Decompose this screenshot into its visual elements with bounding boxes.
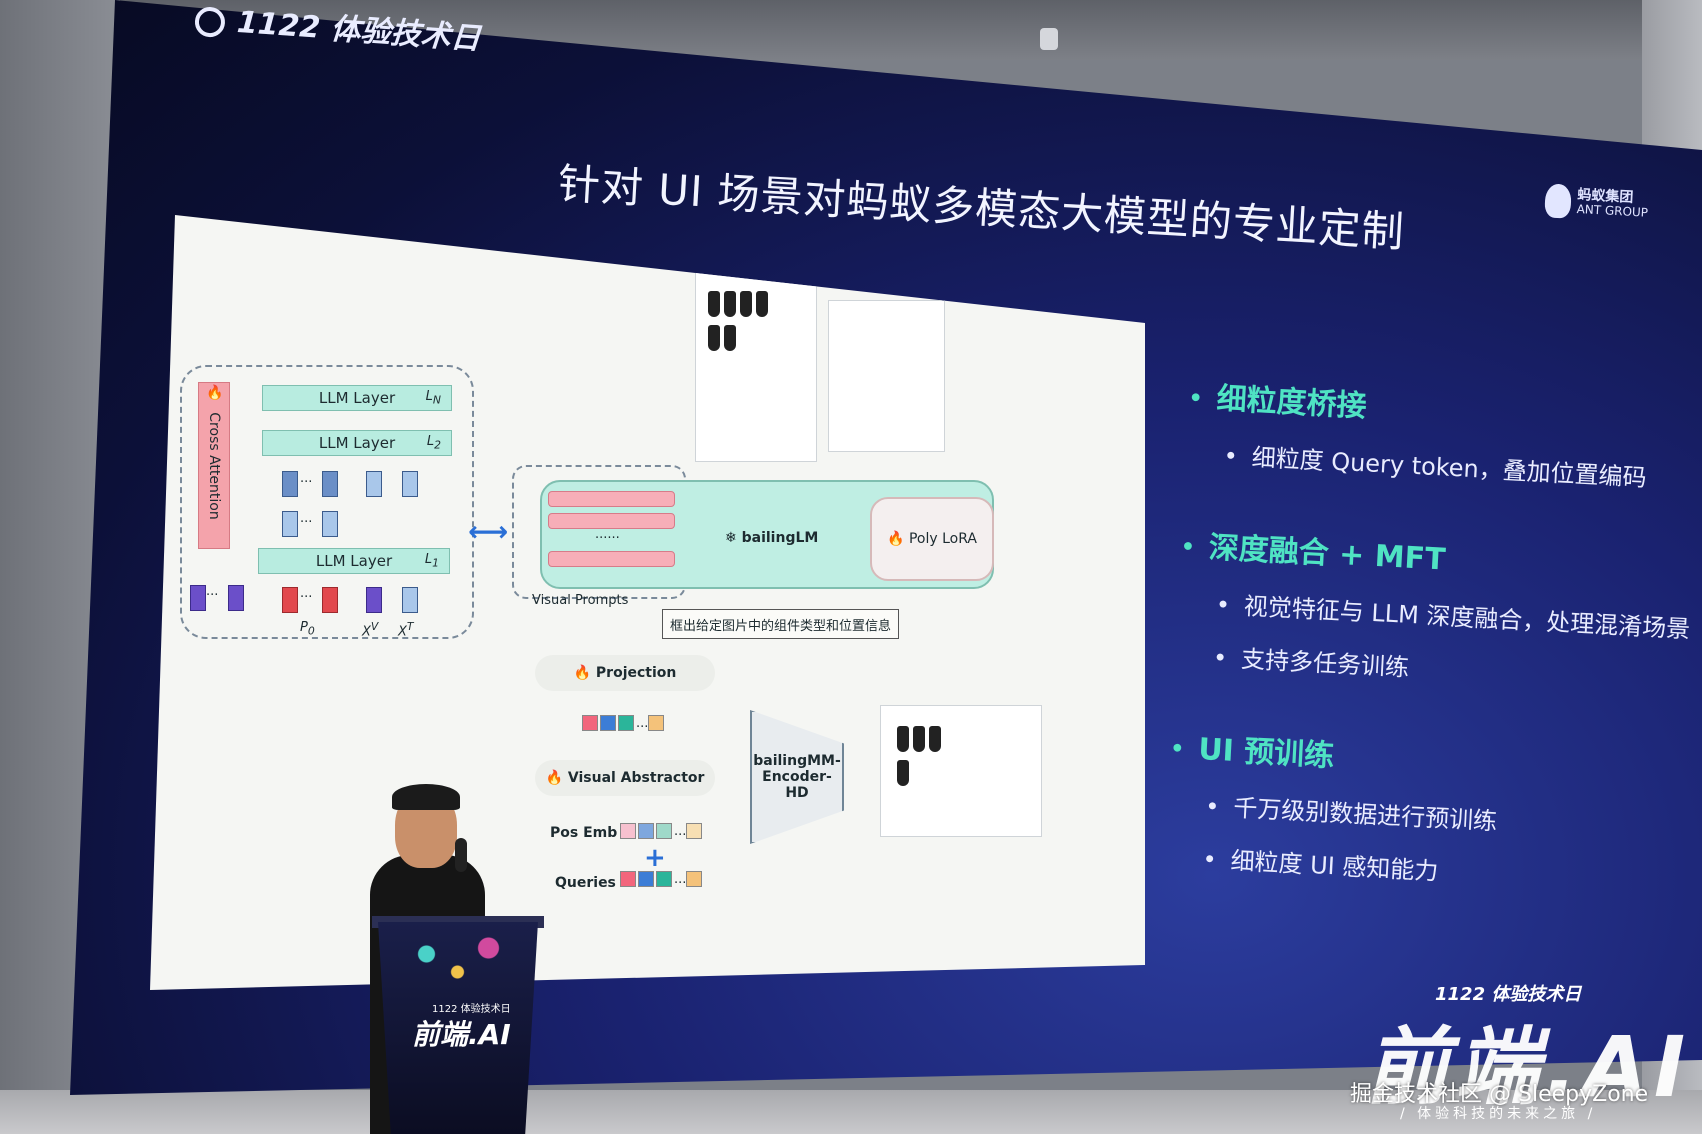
- event-slogan: / 体验科技的未来之旅 /: [1400, 1106, 1597, 1122]
- watermark: 掘金技术社区 @ SleepyZone: [1350, 1082, 1649, 1107]
- ceiling-camera: [1040, 28, 1058, 50]
- visual-prompt-bar: [548, 491, 675, 507]
- cross-attention-block: Cross Attention: [198, 382, 230, 549]
- flame-icon: 🔥: [206, 385, 224, 401]
- bullet-sub: 细粒度 Query token，叠加位置编码: [1223, 436, 1702, 496]
- stage-floor: [0, 1090, 1702, 1134]
- podium-event-logo: 1122 体验技术日: [432, 1004, 511, 1015]
- xv-label: XV: [362, 620, 379, 640]
- bailing-lm-label: ❄ bailingLM: [725, 530, 819, 546]
- query-token: [228, 585, 244, 611]
- flame-icon: 🔥: [545, 770, 563, 786]
- prompt-token: [282, 587, 298, 613]
- podium-decoration: [380, 930, 535, 990]
- double-arrow-icon: ⟷: [468, 515, 509, 548]
- visual-prompts-label: Visual Prompts: [532, 593, 629, 608]
- flame-icon: 🔥: [573, 665, 592, 681]
- poly-lora-block: 🔥 Poly LoRA: [870, 497, 994, 581]
- p0-label: P0: [300, 620, 315, 638]
- visual-token: [366, 587, 382, 613]
- text-token: [402, 587, 418, 613]
- hidden-token: [402, 471, 418, 497]
- microphone-icon: [455, 838, 467, 872]
- pos-emb-tokens: ···: [620, 823, 704, 843]
- llm-module-group: [180, 365, 474, 639]
- projected-tokens: ···: [582, 715, 666, 735]
- ui-thumbnail: [828, 300, 945, 452]
- event-logo-bottom: 1122 体验技术日: [1435, 984, 1582, 1005]
- bullet-sub: 视觉特征与 LLM 深度融合，处理混淆场景: [1215, 585, 1698, 645]
- hidden-token: [282, 471, 298, 497]
- visual-prompt-bar: [548, 513, 675, 529]
- hidden-token: [366, 471, 382, 497]
- visual-abstractor-block: 🔥 Visual Abstractor: [535, 760, 715, 796]
- hidden-token: [322, 471, 338, 497]
- speaker-hair: [392, 784, 460, 810]
- hidden-token: [282, 511, 298, 537]
- projection-block: 🔥 Projection: [535, 655, 715, 691]
- encoder-block: bailingMM-Encoder-HD: [750, 710, 844, 844]
- query-token: [190, 585, 206, 611]
- slide-bullets: 细粒度桥接 细粒度 Query token，叠加位置编码 深度融合 + MFT …: [1163, 372, 1702, 918]
- xt-label: XT: [398, 620, 414, 640]
- visual-prompt-bar: [548, 551, 675, 567]
- bullet-sub: 支持多任务训练: [1212, 638, 1695, 698]
- prompt-token: [322, 587, 338, 613]
- queries-label: Queries: [555, 875, 616, 891]
- bullet-sub: 细粒度 UI 感知能力: [1202, 839, 1685, 899]
- podium-brand: 前端.AI: [412, 1018, 511, 1051]
- flame-icon: 🔥: [887, 531, 905, 547]
- input-screenshot-thumbnail: [880, 705, 1042, 837]
- plus-icon: +: [644, 843, 666, 873]
- query-tokens: ···: [620, 871, 704, 891]
- ant-logo-icon: [1544, 183, 1572, 219]
- product-thumbnail: [695, 270, 817, 462]
- pos-emb-label: Pos Emb: [550, 825, 618, 841]
- event-logo-icon: [193, 5, 227, 38]
- hidden-token: [322, 511, 338, 537]
- bullet-sub: 千万级别数据进行预训练: [1205, 786, 1688, 846]
- task-caption: 框出给定图片中的组件类型和位置信息: [662, 609, 899, 639]
- event-brand: 前端.AI: [1365, 1018, 1692, 1116]
